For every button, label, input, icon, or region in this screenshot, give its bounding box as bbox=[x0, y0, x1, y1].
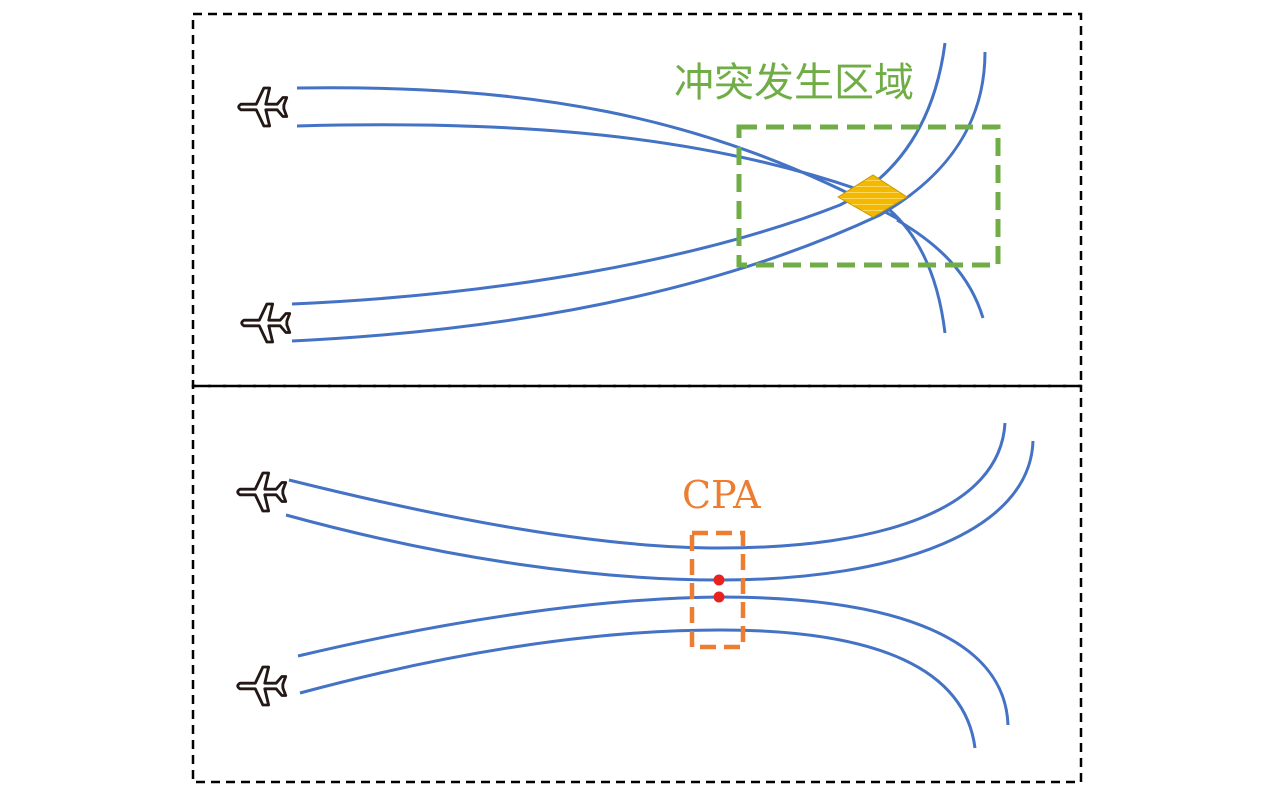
cpa-label: CPA bbox=[682, 473, 761, 517]
bottom-route-1b bbox=[285, 440, 1035, 582]
airplane-icon bbox=[236, 665, 288, 707]
conflict-overlap-area bbox=[837, 174, 908, 218]
airplane-icon bbox=[236, 471, 288, 513]
top-route-2a bbox=[291, 42, 947, 306]
airplane-icon bbox=[237, 86, 289, 128]
conflict-zone-box bbox=[736, 124, 1001, 268]
cpa-box bbox=[689, 530, 746, 650]
top-route-2b bbox=[291, 51, 987, 343]
top-route-1b bbox=[896, 218, 985, 319]
bottom-panel-frame bbox=[191, 384, 1083, 784]
bottom-route-1a bbox=[288, 422, 1007, 550]
top-route-1c bbox=[296, 123, 947, 334]
bottom-route-2b bbox=[299, 628, 977, 749]
conflict-zone-label: 冲突发生区域 bbox=[674, 60, 914, 106]
top-panel-frame bbox=[191, 12, 1083, 388]
cpa-point-upper bbox=[713, 574, 725, 586]
bottom-route-2a bbox=[297, 595, 1010, 726]
cpa-point-lower bbox=[713, 591, 725, 603]
airplane-icon bbox=[240, 302, 292, 344]
top-route-1a bbox=[296, 86, 901, 222]
